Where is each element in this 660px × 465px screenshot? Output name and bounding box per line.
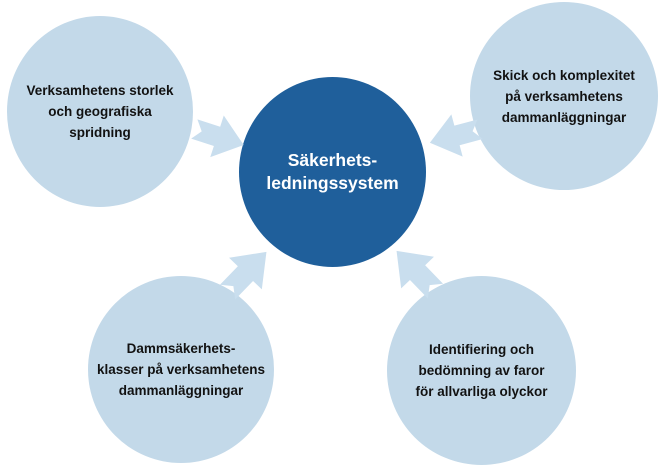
label-line: Skick och komplexitet bbox=[493, 67, 635, 83]
circle-dammsakerhetsklasser: Dammsäkerhets- klasser på verksamhetens … bbox=[88, 276, 274, 463]
circle-skick-och-komplexitet: Skick och komplexitet på verksamhetens d… bbox=[470, 2, 658, 190]
label-line: Identifiering och bbox=[428, 342, 534, 357]
label-line: på verksamhetens bbox=[505, 88, 623, 104]
circle-verksamhetens-storlek: Verksamhetens storlek och geografiska sp… bbox=[7, 16, 193, 207]
circle-identifiering-bedomning: Identifiering och bedömning av faror för… bbox=[387, 276, 576, 465]
circle-label: Identifiering och bedömning av faror för… bbox=[415, 339, 547, 402]
circle-sakerhetsledningssystem: Säkerhets- ledningssystem bbox=[239, 77, 426, 267]
label-line: Dammsäkerhets- bbox=[126, 341, 236, 356]
center-circle-label: Säkerhets- ledningssystem bbox=[266, 149, 398, 195]
label-line: dammanläggningar bbox=[118, 383, 244, 398]
label-line: klasser på verksamhetens bbox=[96, 362, 266, 377]
label-line: Säkerhets- bbox=[287, 150, 378, 170]
label-line: bedömning av faror bbox=[418, 363, 545, 378]
circle-label: Verksamhetens storlek och geografiska sp… bbox=[26, 80, 173, 143]
label-line: Verksamhetens storlek bbox=[26, 83, 174, 98]
label-line: spridning bbox=[69, 125, 131, 140]
label-line: för allvarliga olyckor bbox=[415, 384, 548, 399]
circle-label: Dammsäkerhets- klasser på verksamhetens … bbox=[97, 338, 265, 401]
circle-label: Skick och komplexitet på verksamhetens d… bbox=[493, 65, 635, 128]
label-line: dammanläggningar bbox=[501, 109, 627, 125]
label-line: och geografiska bbox=[48, 104, 152, 119]
label-line: ledningssystem bbox=[266, 173, 399, 193]
